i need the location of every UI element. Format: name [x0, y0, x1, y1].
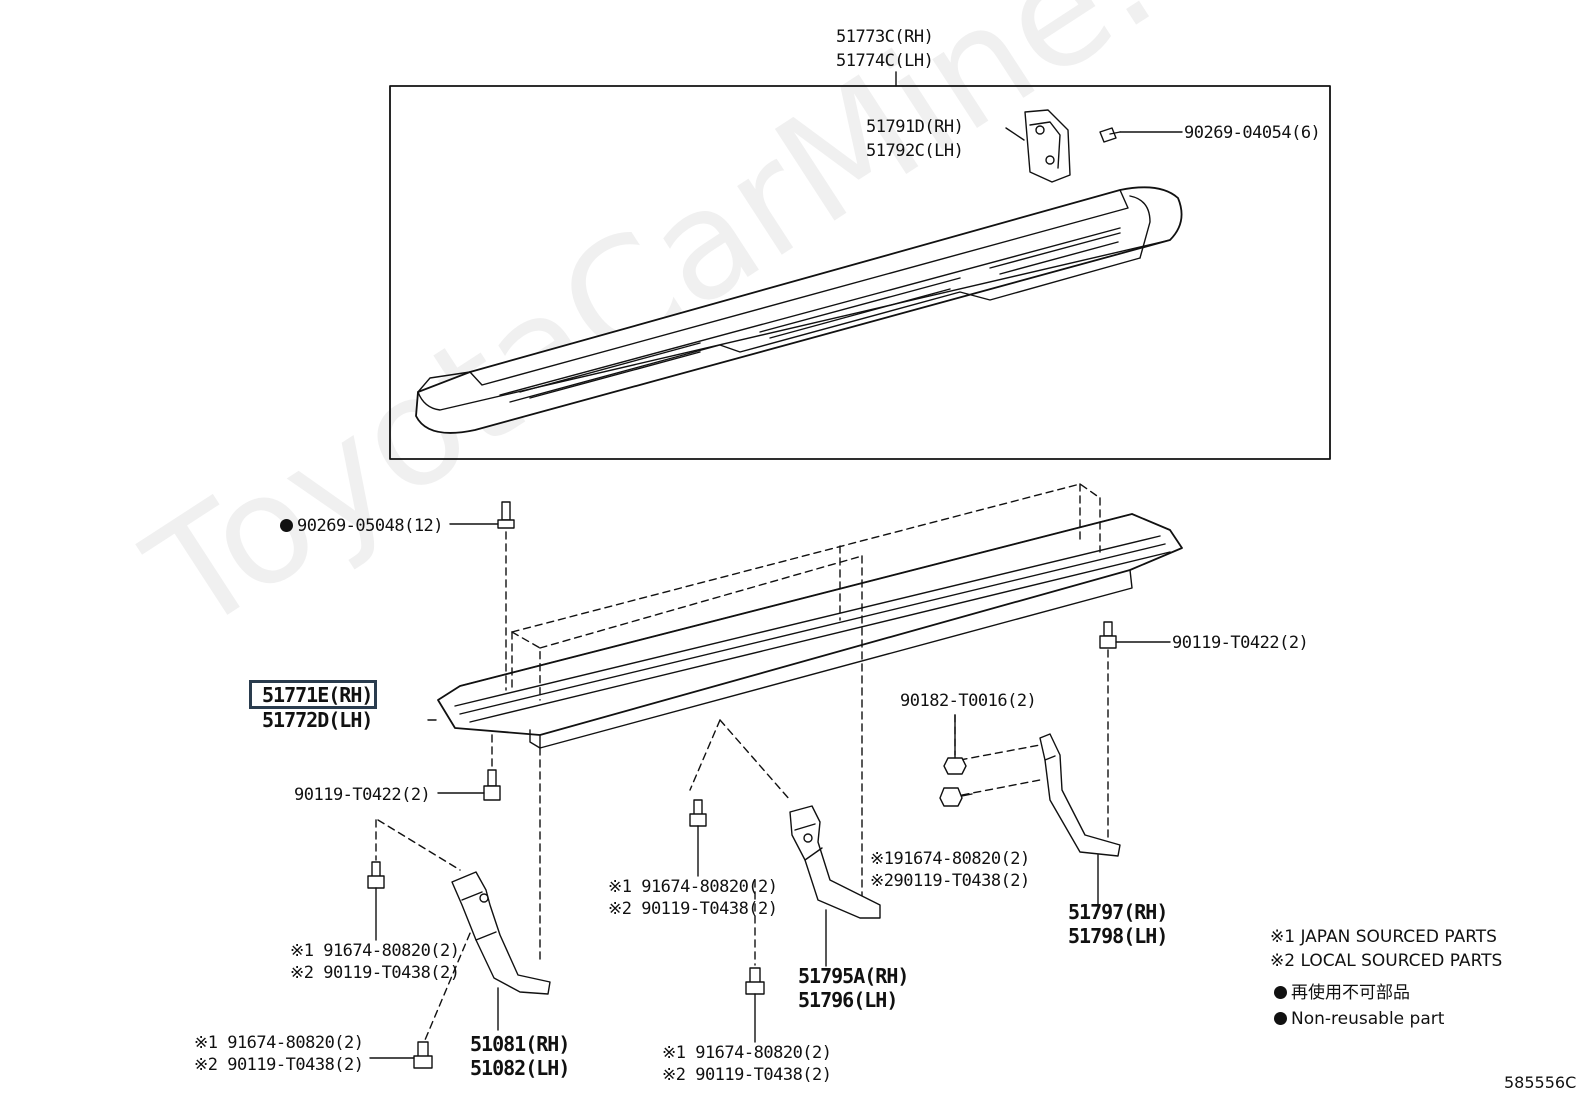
running-board-illustration [416, 187, 1182, 433]
assembly-part-lh[interactable]: 51774C(LH) [836, 51, 934, 71]
bolt-middle-illustration [690, 800, 706, 826]
bolt-left-illustration [484, 770, 500, 800]
illustration-code: 585556C [1504, 1073, 1577, 1092]
bottom-left-callout-2[interactable]: ※2 90119-T0438(2) [194, 1055, 364, 1075]
bottom-left-callout-1[interactable]: ※1 91674-80820(2) [194, 1033, 364, 1053]
middle-bracket-callout-1[interactable]: ※1 91674-80820(2) [608, 877, 778, 897]
screw-top-part[interactable]: 90269-04054(6) [1184, 123, 1321, 143]
bracket-51795-illustration [790, 806, 880, 918]
bracket-51797-rh[interactable]: 51797(RH) [1068, 900, 1168, 924]
bolt-bottom-left-illustration [414, 1042, 432, 1068]
bracket-51795-lh[interactable]: 51796(LH) [798, 988, 898, 1012]
nut-right-illustration [940, 758, 972, 806]
left-bracket-callout-1[interactable]: ※1 91674-80820(2) [290, 941, 460, 961]
bracket-51081-illustration [452, 872, 550, 994]
rivet-illustration [498, 502, 514, 528]
bolt-left-bracket-illustration [368, 862, 384, 888]
legend-note-1: ※1 JAPAN SOURCED PARTS [1270, 927, 1497, 947]
legend-note-2: ※2 LOCAL SOURCED PARTS [1270, 951, 1503, 971]
bracket-51081-lh[interactable]: 51082(LH) [470, 1056, 570, 1080]
non-reusable-dot-icon [1274, 986, 1287, 999]
step-base-illustration [438, 514, 1182, 748]
legend-non-reusable-jp: 再使用不可部品 [1274, 982, 1410, 1004]
bolt-left-part[interactable]: 90119-T0422(2) [294, 785, 431, 805]
end-bracket-illustration [1006, 110, 1182, 182]
bottom-middle-callout-1[interactable]: ※1 91674-80820(2) [662, 1043, 832, 1063]
bolt-right-part[interactable]: 90119-T0422(2) [1172, 633, 1309, 653]
highlight-box [249, 680, 377, 709]
right-bracket-callout-2[interactable]: ※290119-T0438(2) [870, 871, 1030, 891]
bolt-bottom-middle-illustration [746, 968, 764, 994]
legend-non-reusable-en: Non-reusable part [1274, 1008, 1444, 1030]
end-bracket-part-lh[interactable]: 51792C(LH) [866, 141, 964, 161]
bracket-51795-rh[interactable]: 51795A(RH) [798, 964, 909, 988]
bracket-51797-illustration [1040, 734, 1120, 856]
end-bracket-part-rh[interactable]: 51791D(RH) [866, 117, 964, 137]
left-bracket-callout-2[interactable]: ※2 90119-T0438(2) [290, 963, 460, 983]
nut-right-part[interactable]: 90182-T0016(2) [900, 691, 1037, 711]
step-base-part-rh[interactable]: 51771E(RH) [262, 683, 373, 707]
bracket-51081-rh[interactable]: 51081(RH) [470, 1032, 570, 1056]
assembly-box [390, 86, 1330, 459]
bolt-right-illustration [1100, 622, 1116, 648]
non-reusable-dot-icon [1274, 1012, 1287, 1025]
bottom-middle-callout-2[interactable]: ※2 90119-T0438(2) [662, 1065, 832, 1085]
right-bracket-callout-1[interactable]: ※191674-80820(2) [870, 849, 1030, 869]
assembly-part-rh[interactable]: 51773C(RH) [836, 27, 934, 47]
rivet-part: 90269-05048(12) [280, 515, 444, 537]
step-base-part-lh[interactable]: 51772D(LH) [262, 708, 373, 732]
bracket-51797-lh[interactable]: 51798(LH) [1068, 924, 1168, 948]
middle-bracket-callout-2[interactable]: ※2 90119-T0438(2) [608, 899, 778, 919]
non-reusable-dot-icon [280, 519, 293, 532]
